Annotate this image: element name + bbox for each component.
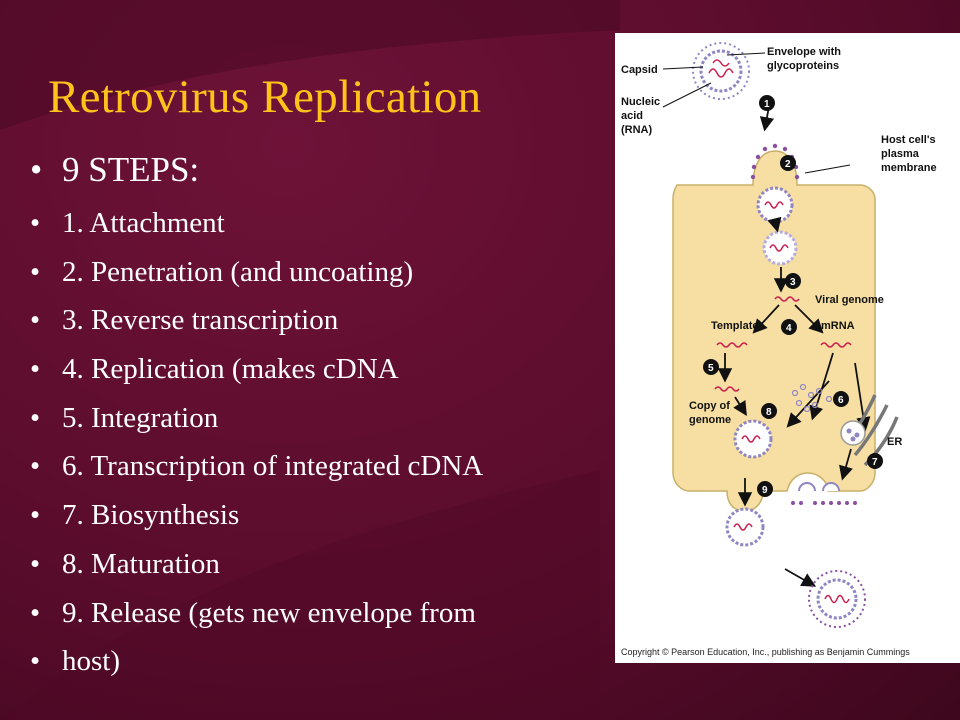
- replication-figure: 1 2 3 4 5 6 7 8 9 Capsid Envelope with g…: [615, 33, 960, 663]
- bullet-item: • 2. Penetration (and uncoating): [28, 248, 483, 297]
- bullet-item: • 6. Transcription of integrated cDNA: [28, 442, 483, 491]
- bullet-icon: •: [30, 150, 43, 189]
- replication-diagram: 1 2 3 4 5 6 7 8 9 Capsid Envelope with g…: [621, 42, 937, 657]
- vesicle-icon: [840, 420, 866, 446]
- genome-copy-strand: [714, 386, 740, 392]
- bullet-item: • host): [28, 637, 483, 686]
- envelope-label-line2: glycoproteins: [767, 60, 839, 72]
- bullet-item: • 7. Biosynthesis: [28, 491, 483, 540]
- bullet-icon: •: [30, 596, 41, 629]
- nucleic-acid-label: Nucleic: [621, 96, 660, 108]
- step-number: 7: [872, 457, 878, 468]
- step-number: 6: [838, 395, 844, 406]
- host-membrane-label-line2: plasma: [881, 148, 920, 160]
- bullet-icon: •: [30, 547, 41, 580]
- mrna-strand: [820, 342, 852, 348]
- bullet-item: • 9. Release (gets new envelope from: [28, 589, 483, 638]
- virion-icon: [733, 419, 773, 459]
- bullet-text: 4. Replication (makes cDNA: [62, 353, 399, 386]
- bullet-list: • 9 STEPS: • 1. Attachment • 2. Penetration…: [28, 145, 483, 686]
- bullet-icon: •: [30, 304, 41, 337]
- host-membrane-label-line3: membrane: [881, 162, 937, 174]
- bullet-item: • 8. Maturation: [28, 540, 483, 589]
- virion-icon: [692, 42, 750, 100]
- copy-of-genome-label: Copy of: [689, 400, 730, 412]
- nucleic-acid-label-line2: acid: [621, 110, 643, 122]
- bud-sites: [798, 482, 840, 492]
- step-markers: 1 2 3 4 5 6 7 8 9: [703, 95, 883, 497]
- er-label: ER: [887, 436, 902, 448]
- bullet-icon: •: [30, 645, 41, 678]
- bullet-icon: •: [30, 450, 41, 483]
- bullet-icon: •: [30, 499, 41, 532]
- bullet-item: • 3. Reverse transcription: [28, 296, 483, 345]
- bullet-text: 8. Maturation: [62, 547, 220, 580]
- bullet-icon: •: [30, 353, 41, 386]
- viral-genome-label: Viral genome: [815, 294, 884, 306]
- slide-title: Retrovirus Replication: [48, 71, 482, 123]
- bullet-text: 5. Integration: [62, 401, 219, 434]
- step-number: 5: [708, 363, 714, 374]
- virion-icon: [762, 230, 798, 266]
- bullet-text: host): [62, 645, 120, 678]
- bullet-text: 6. Transcription of integrated cDNA: [62, 450, 484, 483]
- host-cell: [672, 150, 876, 512]
- bullet-text: 9 STEPS:: [62, 150, 200, 189]
- leader-lines: [662, 52, 851, 174]
- bullet-item: • 4. Replication (makes cDNA: [28, 345, 483, 394]
- mrna-label: mRNA: [821, 320, 855, 332]
- bullet-icon: •: [30, 255, 41, 288]
- bullet-icon: •: [30, 401, 41, 434]
- bullet-item: • 1. Attachment: [28, 199, 483, 248]
- step-number: 9: [762, 485, 768, 496]
- bullet-text: 1. Attachment: [62, 207, 225, 239]
- bullet-text: 2. Penetration (and uncoating): [62, 255, 414, 288]
- protein-dots: [791, 383, 833, 413]
- bullet-text: 9. Release (gets new envelope from: [62, 596, 476, 629]
- copyright-caption: Copyright © Pearson Education, Inc., pub…: [621, 647, 910, 657]
- host-membrane-label: Host cell's: [881, 134, 936, 146]
- virion-icon: [756, 186, 794, 224]
- copy-of-genome-label-line2: genome: [689, 414, 731, 426]
- template-strand: [716, 342, 748, 348]
- step-number: 8: [766, 407, 772, 418]
- bullet-text: 3. Reverse transcription: [62, 304, 339, 337]
- virion-icon: [725, 507, 765, 547]
- bullet-item: • 9 STEPS:: [28, 145, 483, 199]
- capsid-label: Capsid: [621, 64, 658, 76]
- virion-icon: [808, 570, 866, 628]
- step-number: 1: [764, 99, 770, 110]
- bullet-icon: •: [30, 207, 41, 239]
- bullet-text: 7. Biosynthesis: [62, 499, 240, 532]
- bullet-item: • 5. Integration: [28, 394, 483, 443]
- flow-arrows: [717, 100, 871, 587]
- step-number: 4: [786, 323, 792, 334]
- envelope-label: Envelope with: [767, 46, 841, 58]
- template-label: Template: [711, 320, 758, 332]
- step-number: 3: [790, 277, 796, 288]
- nucleic-acid-label-line3: (RNA): [621, 124, 652, 136]
- viral-genome-strand: [774, 296, 800, 302]
- step-number: 2: [785, 159, 791, 170]
